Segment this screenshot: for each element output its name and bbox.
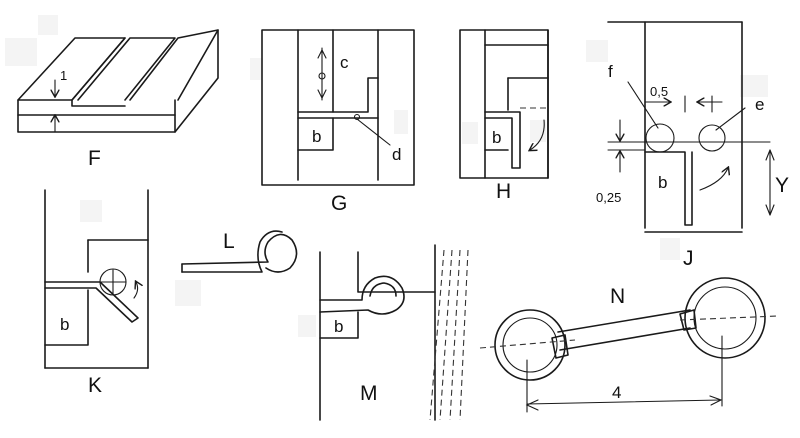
dimension-label: 4: [612, 383, 621, 402]
figure-h: b H: [459, 29, 549, 203]
figure-m: b M: [319, 244, 469, 421]
dimension-label: 1: [60, 68, 67, 83]
dimension-label-side: 0,25: [596, 190, 621, 205]
axis-label: Y: [775, 174, 789, 197]
part-label-b: b: [60, 315, 69, 334]
figure-j: f e b 0,5 0,25 Y J: [596, 21, 789, 270]
figure-k: b K: [44, 189, 149, 397]
part-label-b: b: [658, 173, 667, 192]
figure-n: 4 N: [479, 277, 779, 413]
part-label-b: b: [492, 128, 501, 147]
figure-label: K: [88, 374, 102, 397]
figure-label: J: [683, 247, 694, 270]
mask-blocks: [5, 15, 768, 337]
figure-label: H: [496, 180, 511, 203]
figure-label: F: [88, 147, 101, 170]
figure-g: c b d G: [261, 29, 415, 215]
figure-l: L: [181, 230, 298, 273]
part-label-b: b: [312, 127, 321, 146]
part-label-d: d: [392, 145, 401, 164]
figure-label: G: [331, 192, 347, 215]
dimension-label-top: 0,5: [650, 84, 668, 99]
part-label-b: b: [334, 317, 343, 336]
figure-label: L: [223, 230, 235, 253]
figure-f: 1 F: [17, 29, 219, 170]
part-label-e: e: [755, 95, 764, 114]
figure-label: N: [610, 285, 625, 308]
figure-label: M: [360, 382, 378, 405]
part-label-f: f: [608, 62, 613, 81]
part-label-c: c: [340, 53, 349, 72]
